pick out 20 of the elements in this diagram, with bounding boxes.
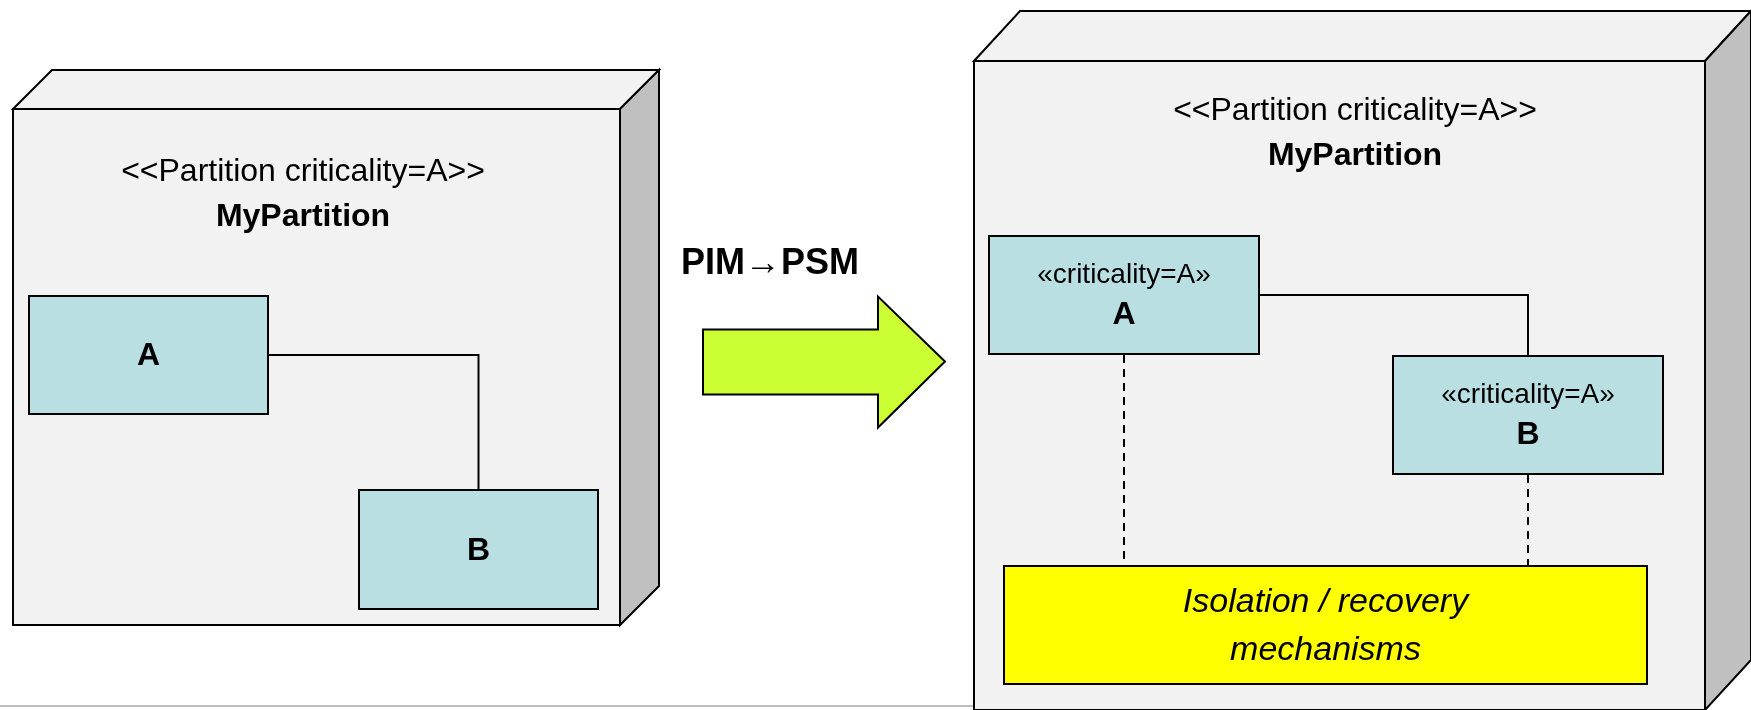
stereotype-text: <<Partition criticality=A>> [1173, 90, 1537, 129]
connector-line [1259, 294, 1529, 356]
dashed-connector [1527, 474, 1529, 566]
mechanism-box: Isolation / recovery mechanisms [1003, 565, 1648, 685]
connector-line [268, 354, 480, 490]
component-box [988, 235, 1260, 355]
component-name: B [1516, 414, 1540, 454]
component-name: A [136, 335, 161, 375]
component-box [1392, 355, 1664, 475]
node-name: MyPartition [215, 195, 391, 235]
node-name: MyPartition [1267, 134, 1443, 174]
component-box [28, 295, 269, 415]
edge-label: PIM→PSM [681, 240, 859, 283]
stereotype-text: «criticality=A» [1037, 256, 1211, 291]
component-name: A [1112, 294, 1136, 334]
component-name: B [466, 529, 491, 569]
stereotype-text: <<Partition criticality=A>> [121, 151, 485, 190]
component-box [358, 489, 599, 610]
stereotype-text: «criticality=A» [1441, 376, 1615, 411]
block-arrow [702, 294, 947, 430]
